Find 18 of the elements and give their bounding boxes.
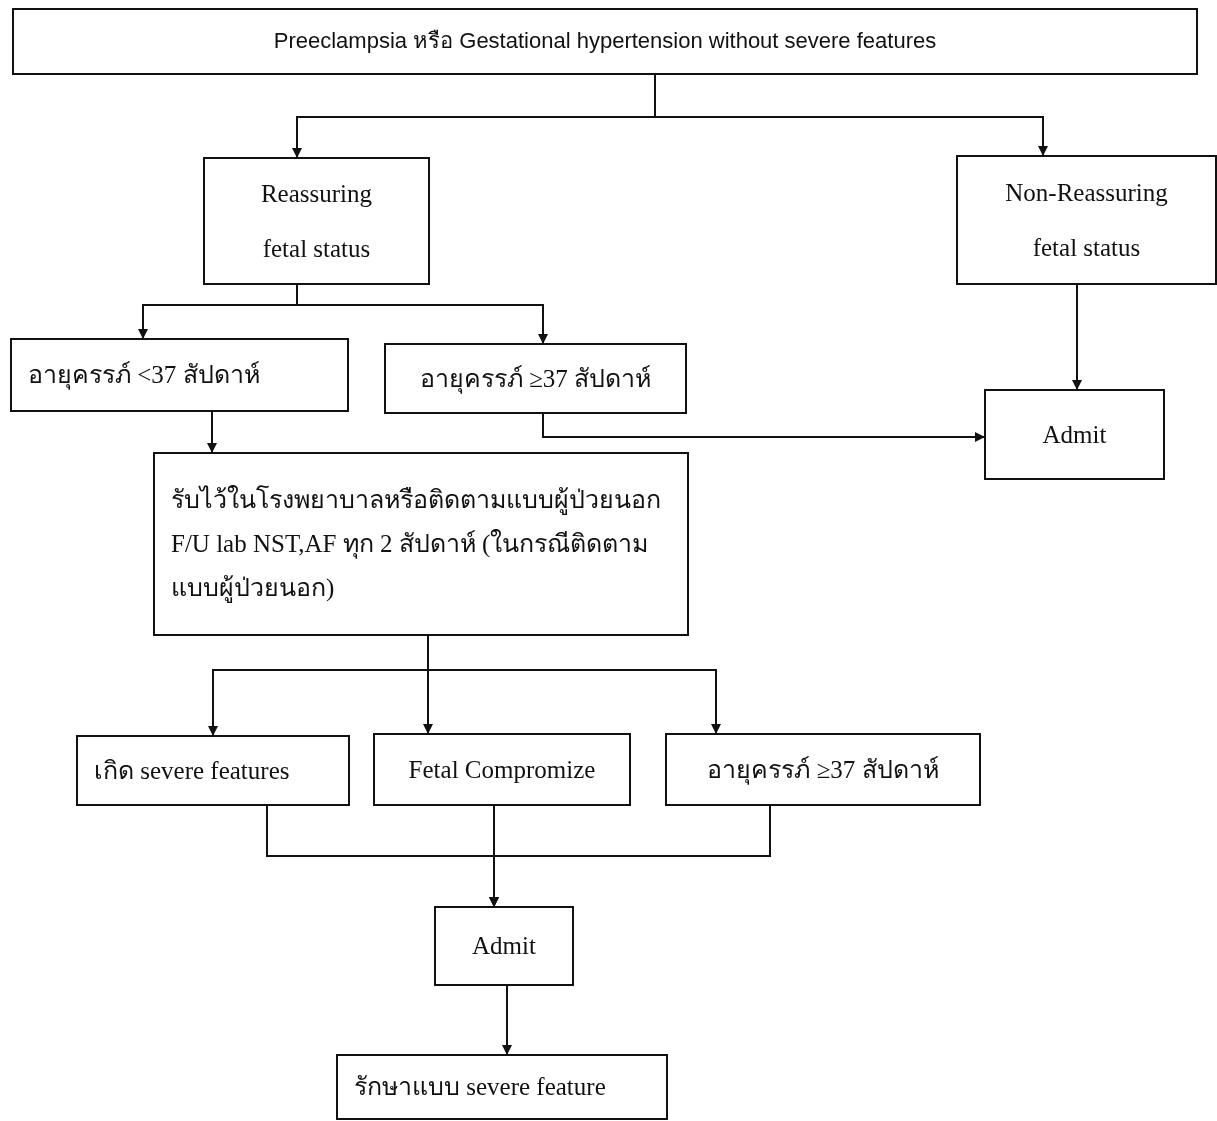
process-box: เกิด severe features <box>76 735 350 806</box>
arrow <box>489 805 771 907</box>
arrow <box>542 413 985 442</box>
process-box: Reassuring fetal status <box>203 157 430 285</box>
process-box: Admit <box>434 906 574 986</box>
process-box: อายุครรภ์ ≥37 สัปดาห์ <box>665 733 981 806</box>
process-box: Admit <box>984 389 1165 480</box>
arrow <box>502 985 512 1055</box>
arrow <box>296 284 548 344</box>
process-box: Fetal Compromize <box>373 733 631 806</box>
process-box: อายุครรภ์ ≥37 สัปดาห์ <box>384 343 687 414</box>
process-box: อายุครรภ์ <37 สัปดาห์ <box>10 338 349 412</box>
process-box: รักษาแบบ severe feature <box>336 1054 668 1120</box>
arrow <box>1072 284 1082 390</box>
process-box: Non-Reassuring fetal status <box>956 155 1217 285</box>
process-box: Preeclampsia หรือ Gestational hypertension without severe features <box>12 8 1198 75</box>
process-box: รับไว้ในโรงพยาบาลหรือติดตามแบบผู้ป่วยนอก F/U lab NST,AF ทุก 2 สัปดาห์ (ในกรณีติดตามแบบผู้ป่วยนอก) <box>153 452 689 636</box>
arrow <box>207 411 217 453</box>
